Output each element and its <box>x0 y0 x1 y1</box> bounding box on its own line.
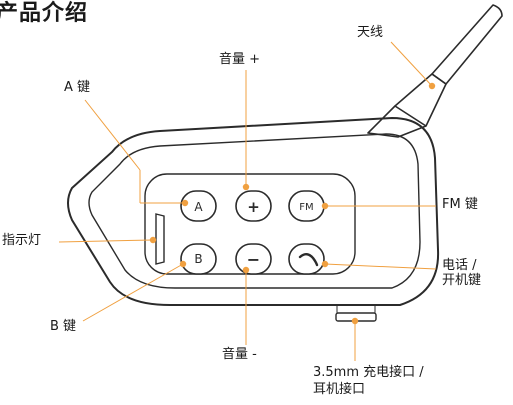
leader-lines <box>58 41 437 361</box>
device-body-outer <box>67 116 440 306</box>
button-volume-down[interactable]: − <box>235 243 272 275</box>
label-antenna: 天线 <box>357 25 384 40</box>
label-indicator: 指示灯 <box>2 233 42 248</box>
button-fm[interactable]: FM <box>288 190 325 222</box>
minus-icon: − <box>247 250 260 269</box>
phone-icon <box>298 253 319 267</box>
label-port-line2: 耳机接口 <box>313 382 366 397</box>
label-port-line1: 3.5mm 充电接口 / <box>313 365 424 380</box>
label-key-a: A 键 <box>64 80 91 95</box>
button-phone-power[interactable] <box>288 243 325 275</box>
plus-icon: + <box>247 198 260 216</box>
page-title: 产品介绍 <box>0 1 89 26</box>
button-a[interactable]: A <box>180 190 217 222</box>
antenna <box>367 4 503 138</box>
button-fm-label: FM <box>299 202 313 213</box>
label-fm-key: FM 键 <box>442 197 478 212</box>
button-volume-up[interactable]: + <box>235 190 272 222</box>
device-body-inner <box>88 133 421 289</box>
button-b[interactable]: B <box>180 243 217 275</box>
label-phone-line1: 电话 / <box>442 258 477 273</box>
button-b-label: B <box>194 252 202 266</box>
leader-dots <box>149 82 436 325</box>
button-a-label: A <box>194 200 203 214</box>
label-volume-up: 音量 + <box>219 52 261 67</box>
label-key-b: B 键 <box>50 319 77 334</box>
indicator-light <box>155 213 165 265</box>
label-phone-line2: 开机键 <box>442 273 482 288</box>
label-volume-down: 音量 - <box>222 347 257 362</box>
